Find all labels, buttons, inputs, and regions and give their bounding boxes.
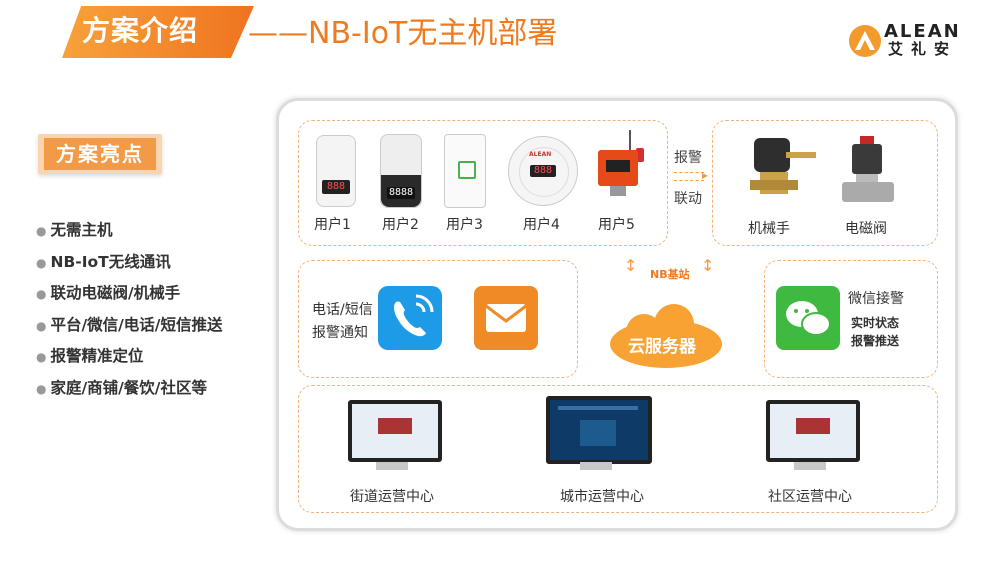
cloud-icon [610,304,722,368]
actuator-box [712,120,938,246]
up-down-arrow-icon: ↕ [624,256,638,275]
user-label-4: 用户4 [523,217,560,233]
user-label-3: 用户3 [446,217,483,233]
wechat-line1: 实时状态 [851,316,900,330]
feature-item: ●报警精准定位 [36,347,144,365]
bullet-icon: ● [36,287,47,301]
page-subtitle: ——NB-IoT无主机部署 [248,16,558,51]
cloud-server-label: 云服务器 [628,337,696,357]
bullet-icon: ● [36,381,47,396]
user-label-1: 用户1 [314,217,351,233]
monitor-2 [546,396,652,464]
phone-sms-label: 电话/短信 [312,302,373,318]
phone-icon [378,286,442,350]
alean-logo-icon [849,25,881,57]
valve-manipulator-icon [750,138,816,194]
user-label-2: 用户2 [382,217,419,233]
device-brand: ALEAN [529,151,552,158]
center-label-2: 城市运营中心 [560,489,644,505]
monitor-3 [766,400,860,462]
mail-icon [474,286,538,350]
center-label-1: 街道运营中心 [350,489,434,505]
page-title: 方案介绍 [82,14,199,47]
logo-text: ALEAN [884,21,961,42]
feature-item: ●联动电磁阀/机械手 [36,284,181,302]
feature-list: ●无需主机 ●NB-IoT无线通讯 ●联动电磁阀/机械手 ●平台/微信/电话/短… [36,215,276,404]
device-display: 888 [322,180,350,194]
bullet-icon: ● [36,224,47,238]
monitor-stand [376,462,408,470]
actuator-label-1: 机械手 [748,221,790,237]
device-display: 888 [530,165,556,177]
monitor-stand [794,462,826,470]
feature-item: ●家庭/商铺/餐饮/社区等 [36,378,207,397]
feature-item: ●NB-IoT无线通讯 [36,252,171,271]
monitor-1 [348,400,442,462]
detector-device-1: 888 [316,135,356,207]
bullet-icon: ● [36,318,47,333]
alarm-notify-label: 报警通知 [312,325,368,341]
detector-device-3 [444,134,486,208]
linkage-arrow [674,180,704,181]
device-display: 8888 [387,187,415,199]
logo-cn: 艾礼安 [888,40,958,58]
center-label-3: 社区运营中心 [768,489,852,505]
highlight-badge: 方案亮点 [44,138,156,170]
arrow-right-icon: ▸ [702,168,709,182]
wechat-line2: 报警推送 [851,334,900,348]
feature-item: ●无需主机 [36,221,113,239]
monitor-stand [580,462,612,470]
alarm-label: 报警 [674,150,702,166]
solenoid-valve-icon [842,136,894,202]
detector-device-2: 8888 [380,134,422,208]
status-led-icon [458,161,476,179]
actuator-label-2: 电磁阀 [845,221,887,237]
linkage-label: 联动 [674,191,702,207]
wechat-title: 微信接警 [848,291,904,307]
nb-station-label: NB基站 [650,268,690,281]
bullet-icon: ● [36,255,47,270]
up-down-arrow-icon: ↕ [701,256,715,275]
feature-item: ●平台/微信/电话/短信推送 [36,315,223,334]
industrial-detector-icon [598,130,644,196]
detector-device-4: ALEAN 888 [508,136,578,206]
user-label-5: 用户5 [598,217,635,233]
alarm-arrow [674,172,704,173]
wechat-icon [776,286,840,350]
bullet-icon: ● [36,350,47,364]
title-banner [62,6,254,58]
